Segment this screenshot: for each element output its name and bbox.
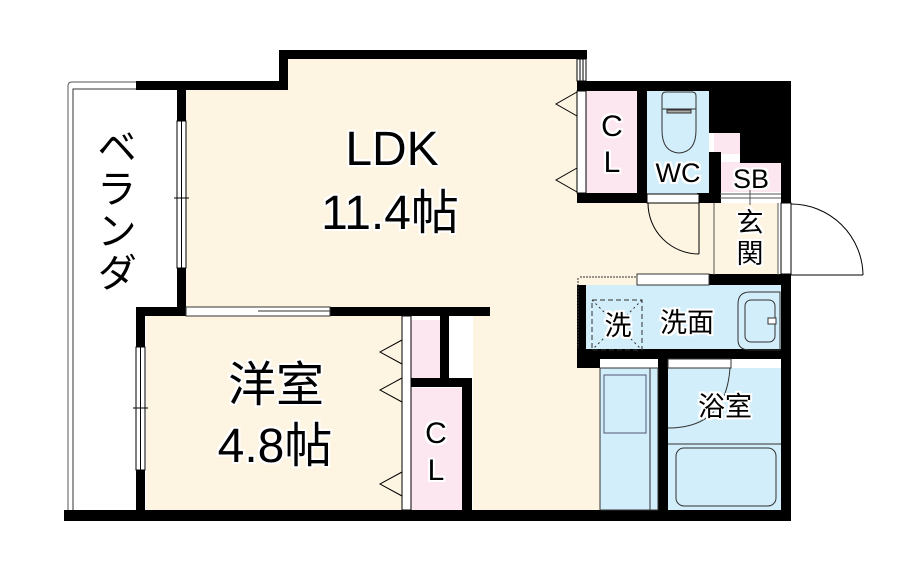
balcony-label: ベランダ [91,126,135,294]
closet-western-l: L [427,454,445,487]
entrance-label: 玄関 [736,208,764,270]
washer-space-label: 洗 [604,311,632,341]
closet-doors [378,90,587,511]
washroom-fixtures [577,273,781,351]
windows [133,58,587,471]
western-room-size: 4.8帖 [217,420,333,473]
bathroom-label: 浴室 [698,392,752,422]
western-room-name: 洋室 [227,359,324,412]
ldk-name: LDK [345,123,439,176]
closet-western-c: C [425,417,447,450]
washroom-label: 洗面 [660,308,714,338]
storage-fixture [599,367,659,511]
shoebox-label: SB [732,164,770,194]
closet-ldk-l: L [603,146,621,179]
ldk-size: 11.4帖 [321,187,459,240]
balcony-outline [67,81,136,520]
sliding-door [185,306,331,317]
shoebox-lines [713,190,781,275]
walls [64,50,791,521]
toilet-fixture [661,91,697,154]
closet-ldk-c: C [601,110,623,143]
wc-door [646,193,700,255]
toilet-label: WC [655,158,701,188]
floor-fills [146,58,782,510]
entrance-door [780,202,864,276]
bathroom-fixtures [667,358,781,507]
